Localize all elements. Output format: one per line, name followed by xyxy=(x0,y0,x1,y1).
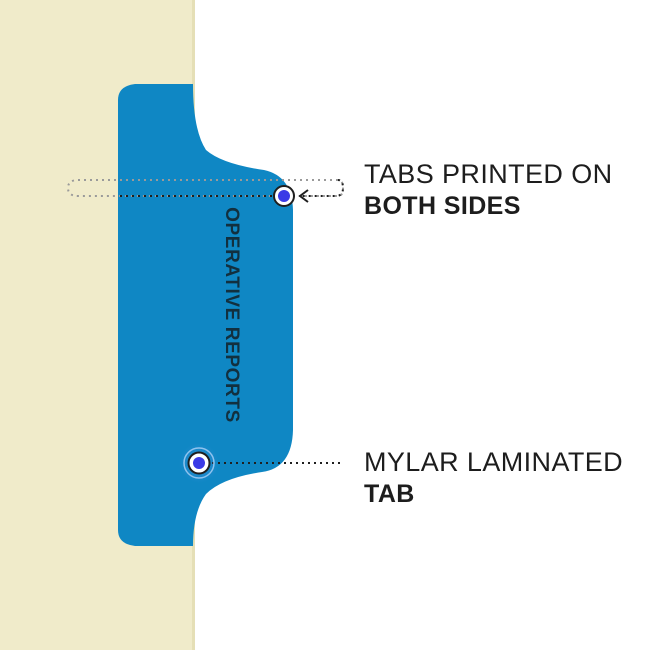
callout-both-sides-line2: BOTH SIDES xyxy=(364,192,521,220)
tab-label: OPERATIVE REPORTS xyxy=(221,207,242,423)
both-sides-return xyxy=(300,179,345,197)
callout-both-sides: TABS PRINTED ON BOTH SIDES xyxy=(364,158,613,222)
both-sides-loop xyxy=(66,179,345,197)
callout-mylar-line1: MYLAR LAMINATED xyxy=(364,447,624,477)
divider-tab xyxy=(118,84,293,546)
arrow-left-icon xyxy=(298,189,309,203)
callout-mylar: MYLAR LAMINATED TAB xyxy=(364,446,623,510)
target-dot-icon xyxy=(273,185,295,207)
pulsing-target-icon xyxy=(179,443,219,483)
callout-mylar-line2: TAB xyxy=(364,480,415,508)
callout-both-sides-line1: TABS PRINTED ON xyxy=(364,159,613,189)
